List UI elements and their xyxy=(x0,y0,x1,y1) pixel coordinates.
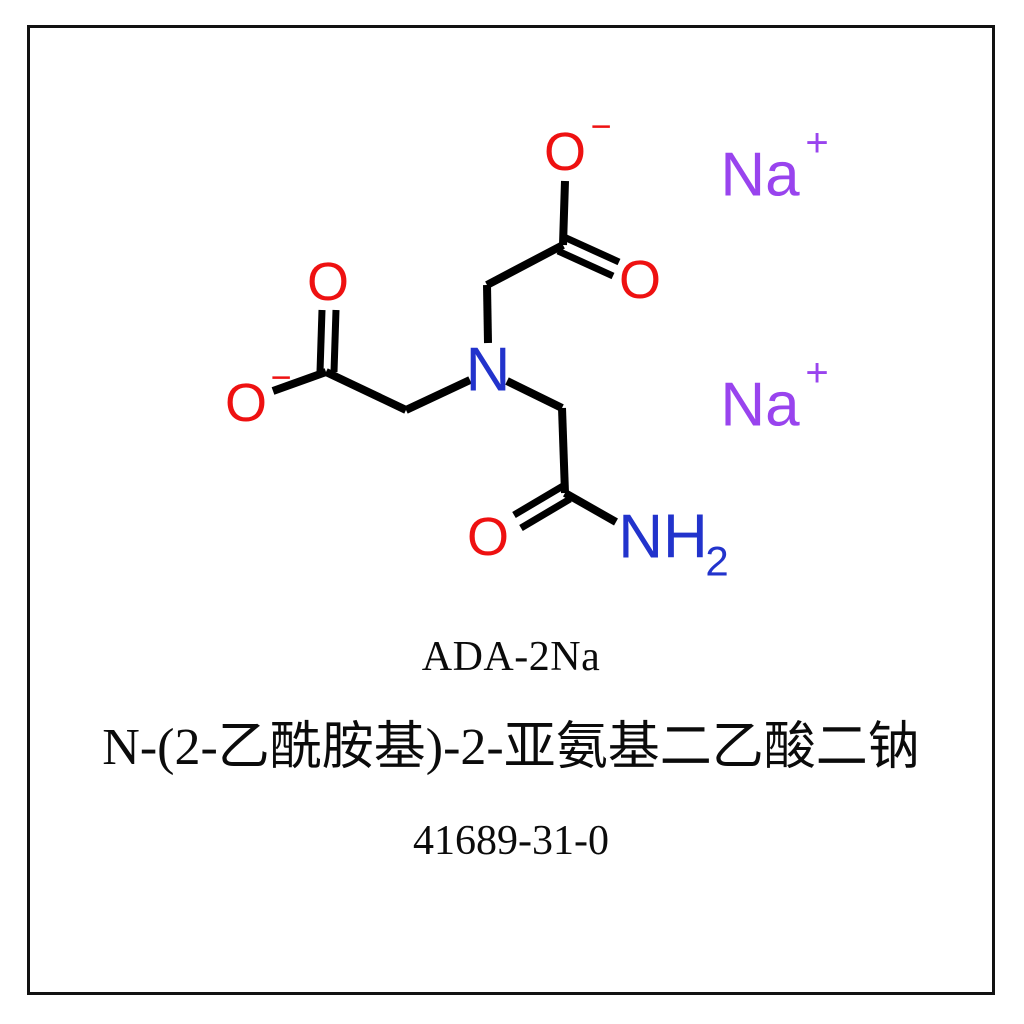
caption-block: ADA-2Na N-(2-乙酰胺基)-2-亚氨基二乙酸二钠 41689-31-0 xyxy=(30,630,992,862)
sodium-ion-1-label: Na xyxy=(720,141,800,210)
atom-label-o4: O xyxy=(619,250,661,310)
card-border xyxy=(27,25,995,995)
atom-label-nh2-text: NH xyxy=(618,503,708,572)
counter-ion-group: Na + Na + xyxy=(720,121,828,440)
charge-o3-minus: − xyxy=(590,106,611,147)
bond-n1-c5 xyxy=(505,377,564,412)
atom-label-n1: N xyxy=(466,336,511,405)
bond-c6-n2 xyxy=(563,489,618,526)
charge-o1-minus: − xyxy=(270,357,291,398)
atom-label-o2: O xyxy=(307,252,349,312)
atom-label-group: O − O N O − O O NH 2 xyxy=(225,106,729,585)
bond-n1-c3 xyxy=(483,284,492,344)
bond-c1-c2 xyxy=(324,368,408,414)
bond-c3-c4 xyxy=(485,241,565,289)
atom-label-o1: O xyxy=(225,373,267,433)
bond-c4-o4-a xyxy=(562,233,621,266)
bond-c6-o5-a xyxy=(512,482,565,519)
bond-c1-o2-a xyxy=(316,309,326,373)
bond-c6-o5-b xyxy=(519,495,572,532)
compound-cas-number: 41689-31-0 xyxy=(413,818,609,864)
bond-c4-o4-b xyxy=(556,247,615,280)
sodium-ion-1-charge: + xyxy=(805,121,828,165)
bond-c5-c6 xyxy=(558,407,569,494)
atom-label-nh2: NH 2 xyxy=(618,503,728,585)
compound-abbreviation: ADA-2Na xyxy=(421,634,601,680)
sodium-ion-2-label: Na xyxy=(720,371,800,440)
compound-chinese-name: N-(2-乙酰胺基)-2-亚氨基二乙酸二钠 xyxy=(102,719,920,776)
atom-label-o5: O xyxy=(467,507,509,567)
bond-o1-c1 xyxy=(271,368,328,395)
atom-label-o3: O xyxy=(544,122,586,182)
bond-group xyxy=(271,180,621,532)
bond-c1-o2-b xyxy=(330,309,340,373)
sodium-ion-2-charge: + xyxy=(805,351,828,395)
molecule-diagram: O − O N O − O O NH 2 Na + Na + xyxy=(225,106,829,585)
bond-c4-o3 xyxy=(559,180,569,246)
atom-label-nh2-subscript: 2 xyxy=(705,538,728,585)
bond-c2-n1 xyxy=(404,376,472,414)
